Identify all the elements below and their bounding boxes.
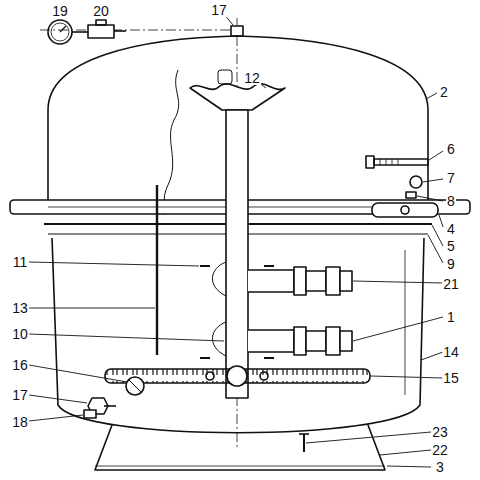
pipe-elbow [248,270,294,292]
air-tube [156,185,158,355]
base-screw [303,434,305,452]
port-fitting [294,267,352,295]
callout-number: 20 [92,4,110,18]
pressure-gauge [48,20,72,44]
callout-number: 6 [446,142,456,156]
callout-number: 18 [11,415,29,429]
callout-number: 7 [446,171,456,185]
callout-number: 12 [243,71,261,85]
pipe-elbow [248,330,294,352]
callout-number: 11 [12,255,29,269]
top-fitting [231,26,243,36]
callout-number: 2 [439,85,449,99]
port-fitting [294,327,352,355]
washer [406,192,416,198]
base-stand [95,425,385,470]
drain-plug [84,398,116,418]
clamp [372,203,438,217]
drain-screen [126,377,144,395]
gauge-valve [88,25,114,38]
diffuser-funnel [190,84,285,110]
callout-number: 4 [446,222,456,236]
cutaway-edge [164,70,178,215]
callout-number: 1 [446,310,456,324]
callout-number: 21 [442,277,460,291]
callout-number: 17 [210,3,228,17]
callout-number: 9 [446,257,456,271]
callout-number: 13 [11,301,29,315]
callout-number: 8 [446,194,456,208]
central-pipe [226,110,248,398]
callout-number: 17 [11,388,29,402]
callout-number: 5 [446,239,456,253]
callout-number: 10 [11,327,29,341]
nut [410,176,422,188]
callout-number: 15 [442,371,460,385]
callout-number: 19 [51,4,69,18]
callout-number: 22 [431,443,449,457]
leader-lines [29,14,443,467]
callout-number: 23 [431,425,449,439]
callout-number: 14 [442,345,460,359]
callout-number: 16 [11,358,29,372]
screw [200,266,274,358]
clamp-bolt [366,156,428,168]
callout-number: 3 [435,460,445,474]
